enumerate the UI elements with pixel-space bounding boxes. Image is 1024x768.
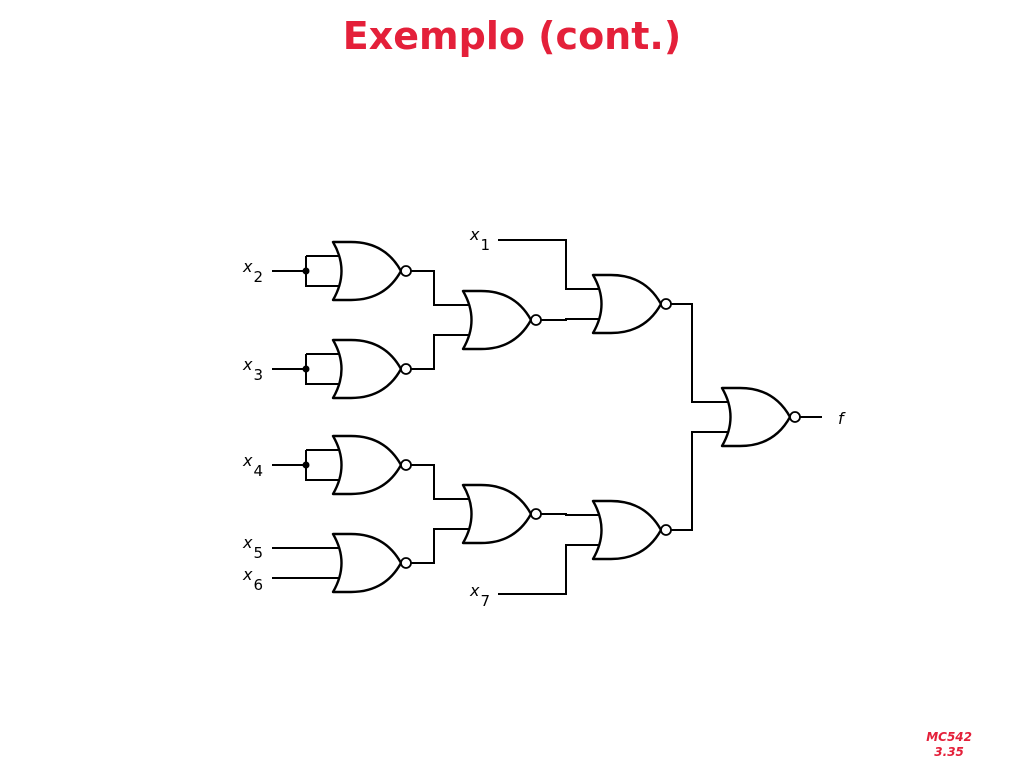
g1-inversion-bubble <box>400 265 412 277</box>
g8-nor-body <box>591 499 663 561</box>
wire-x3-loop <box>305 354 340 385</box>
x3-junction-dot <box>302 365 310 373</box>
wire-x2-loop <box>305 256 340 287</box>
g7-inversion-bubble <box>660 298 672 310</box>
wire-g4-to-g6 <box>411 528 470 564</box>
wire-g1-to-g5 <box>411 270 470 306</box>
wire-g6-to-g8 <box>541 513 600 516</box>
page-number: 3.35 <box>934 745 964 759</box>
wires <box>272 239 822 595</box>
g6-nor-gate <box>461 483 542 545</box>
g5-inversion-bubble <box>530 314 542 326</box>
x2-junction-dot <box>302 267 310 275</box>
wire-g8-to-g9 <box>671 431 729 531</box>
input-label-x5: x5 <box>242 533 263 562</box>
g5-nor-body <box>461 289 533 351</box>
g6-nor-body <box>461 483 533 545</box>
g4-nor-body <box>331 532 403 594</box>
x4-junction-dot <box>302 461 310 469</box>
g3-nor-gate <box>331 434 412 496</box>
g9-nor-body <box>720 386 792 448</box>
slide-footer: MC542 3.35 <box>926 730 972 760</box>
wire-x1 <box>498 239 600 290</box>
g1-nor-gate <box>331 240 412 302</box>
input-label-x1: x1 <box>469 225 490 254</box>
g9-nor-gate <box>720 386 801 448</box>
g8-inversion-bubble <box>660 524 672 536</box>
wire-g3-to-g6 <box>411 464 470 500</box>
wire-x4-loop <box>305 450 340 481</box>
signal-labels: x1 x2 x3 x4 x5 x6 x7 f <box>242 225 846 610</box>
g8-nor-gate <box>591 499 672 561</box>
wire-g7-to-g9 <box>671 303 729 403</box>
input-label-x2: x2 <box>242 257 263 286</box>
gates <box>331 240 801 594</box>
g2-nor-body <box>331 338 403 400</box>
wire-x7 <box>498 544 600 595</box>
course-code: MC542 <box>926 730 972 744</box>
g3-nor-body <box>331 434 403 496</box>
g5-nor-gate <box>461 289 542 351</box>
output-label-f: f <box>838 409 846 428</box>
input-label-x7: x7 <box>469 581 490 610</box>
g3-inversion-bubble <box>400 459 412 471</box>
g1-nor-body <box>331 240 403 302</box>
g7-nor-body <box>591 273 663 335</box>
g7-nor-gate <box>591 273 672 335</box>
input-label-x4: x4 <box>242 451 263 480</box>
slide-title: Exemplo (cont.) <box>342 14 682 58</box>
input-label-x3: x3 <box>242 355 263 384</box>
g2-inversion-bubble <box>400 363 412 375</box>
g6-inversion-bubble <box>530 508 542 520</box>
input-label-x6: x6 <box>242 565 263 594</box>
g4-inversion-bubble <box>400 557 412 569</box>
g9-inversion-bubble <box>789 411 801 423</box>
wire-g5-to-g7 <box>541 318 600 321</box>
wire-g2-to-g5 <box>411 334 470 370</box>
g2-nor-gate <box>331 338 412 400</box>
g4-nor-gate <box>331 532 412 594</box>
